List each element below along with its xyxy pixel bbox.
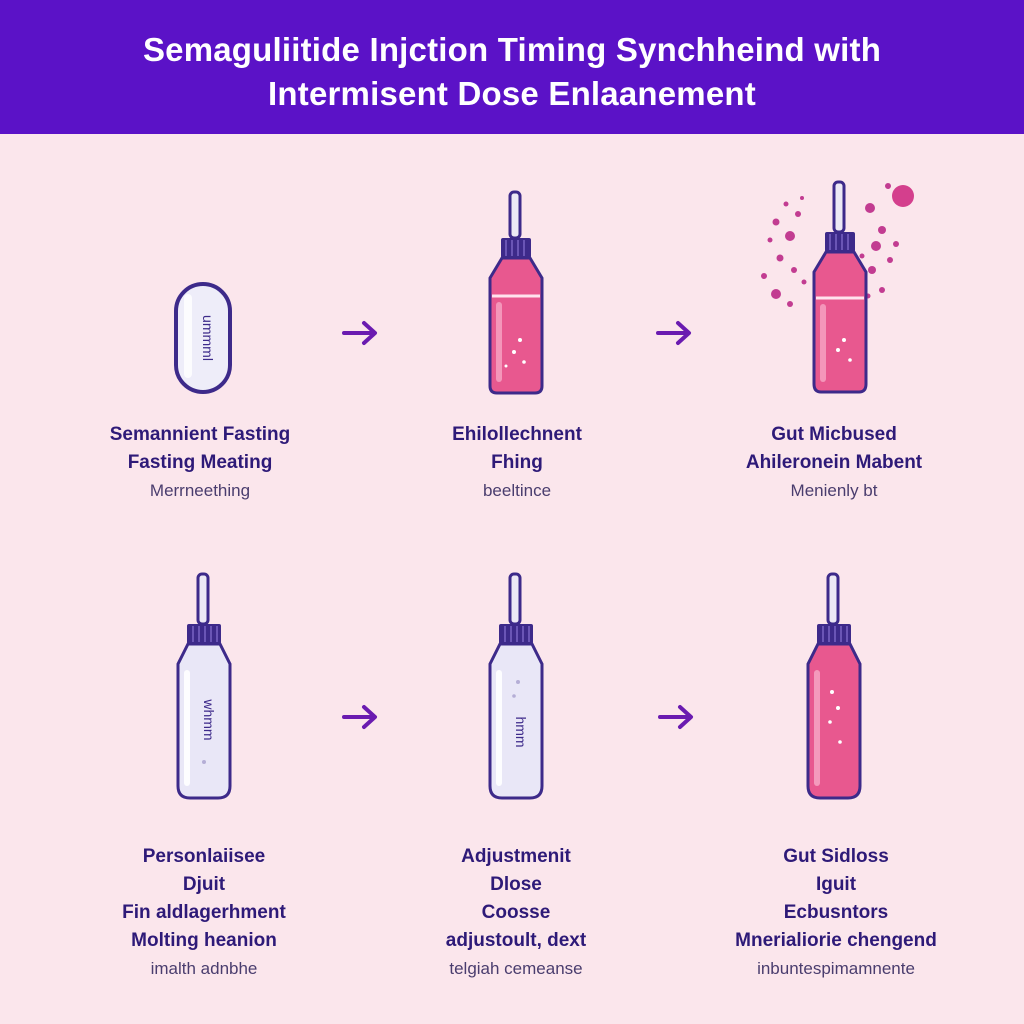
arrow-right-icon [656, 321, 691, 345]
step-1-caption: Semannient Fasting Fasting Meating Merrn… [50, 421, 350, 505]
step-1-subtitle: Merrneething [149, 481, 251, 500]
pink-vial-splash-icon [761, 180, 914, 394]
vial-label: whmm [201, 698, 217, 740]
step-6-title-line-1: Gut Sidloss [783, 846, 889, 867]
step-4-subtitle: imalth adnbhe [150, 959, 258, 978]
capsule-icon: ummml [174, 282, 232, 394]
step-5-title-line-2: Dlose [490, 874, 542, 895]
step-4-title-line-2: Djuit [182, 874, 226, 895]
step-2-subtitle: beeltince [482, 481, 552, 500]
step-2-caption: Ehilollechnent Fhing beeltince [367, 421, 667, 505]
vial-label: hmm [513, 716, 529, 747]
header-title-line-1: Semaguliitide Injction Timing Synchheind… [142, 31, 882, 68]
step-5-subtitle: telgiah cemeanse [449, 959, 583, 978]
step-4-title-line-3: Fin aldlagerhment [122, 902, 286, 923]
step-3-subtitle: Menienly bt [790, 481, 878, 500]
step-6-title-line-2: Iguit [815, 874, 857, 895]
header-title-line-2: Intermisent Dose Enlaanement [268, 75, 756, 112]
pink-vial-icon [488, 190, 544, 395]
step-5-title-line-4: adjustoult, dext [445, 930, 587, 951]
step-2-title-line-1: Ehilollechnent [452, 424, 582, 445]
step-6-caption: Gut Sidloss Iguit Ecbusntors Mnerialiori… [686, 843, 986, 983]
step-3-caption: Gut Micbused Ahileronein Mabent Menienly… [684, 421, 984, 505]
step-4-caption: Personlaiisee Djuit Fin aldlagerhment Mo… [54, 843, 354, 983]
step-4-title-line-4: Molting heanion [131, 930, 277, 951]
step-5-title-line-1: Adjustmenit [461, 846, 571, 867]
step-1-title-line-2: Fasting Meating [127, 452, 273, 473]
arrow-right-icon [342, 705, 377, 729]
header-banner: Semaguliitide Injction Timing Synchheind… [0, 0, 1024, 134]
step-3-title-line-2: Ahileronein Mabent [745, 452, 923, 473]
step-5-caption: Adjustmenit Dlose Coosse adjustoult, dex… [366, 843, 666, 983]
step-5-title-line-3: Coosse [481, 902, 551, 923]
arrow-right-icon [342, 321, 377, 345]
arrow-right-icon [658, 705, 693, 729]
step-6-title-line-4: Mnerialiorie chengend [735, 930, 937, 951]
clear-vial-icon: hmm [488, 572, 544, 800]
step-4-title-line-1: Personlaiisee [142, 846, 266, 867]
pink-vial-icon [806, 572, 862, 800]
clear-vial-icon: whmm [176, 572, 232, 800]
step-2-title-line-2: Fhing [491, 452, 543, 473]
step-3-title-line-1: Gut Micbused [771, 424, 897, 445]
step-1-title-line-1: Semannient Fasting [109, 424, 291, 445]
step-6-title-line-3: Ecbusntors [783, 902, 889, 923]
capsule-label: ummml [200, 315, 216, 361]
step-6-subtitle: inbuntespimamnente [757, 959, 915, 978]
